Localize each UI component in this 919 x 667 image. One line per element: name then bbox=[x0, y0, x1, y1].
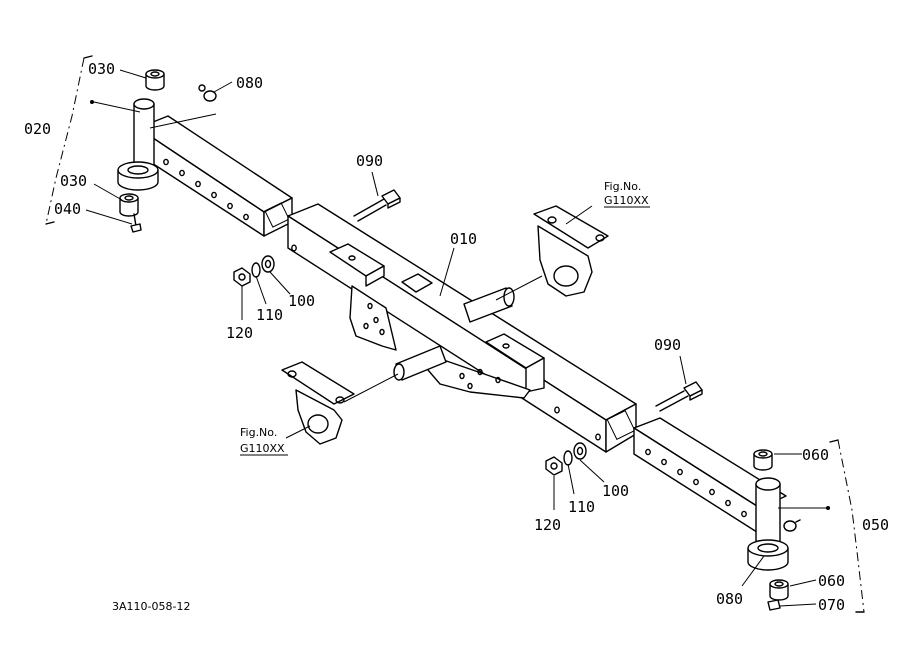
label-030-top: 030 bbox=[88, 60, 115, 78]
bracket-020 bbox=[45, 57, 85, 225]
label-110-left: 110 bbox=[256, 306, 283, 324]
label-100-right: 100 bbox=[602, 482, 629, 500]
pin-040 bbox=[130, 213, 142, 233]
label-090-left: 090 bbox=[356, 152, 383, 170]
bolt-090-right bbox=[655, 381, 703, 412]
support-bracket-lower bbox=[281, 361, 355, 445]
fig-ref-lower-code: G110XX bbox=[240, 442, 285, 455]
label-050: 050 bbox=[862, 516, 889, 534]
label-060-top: 060 bbox=[802, 446, 829, 464]
bracket-050 bbox=[837, 439, 865, 613]
right-extension-arm bbox=[633, 417, 789, 571]
fig-ref-lower-title: Fig.No. bbox=[240, 426, 277, 439]
fig-ref-upper-code: G110XX bbox=[604, 194, 649, 207]
grease-nipple-080-left bbox=[198, 84, 217, 102]
label-010: 010 bbox=[450, 230, 477, 248]
bolt-090-left bbox=[353, 189, 401, 222]
left-extension-arm bbox=[117, 98, 293, 237]
arm-holes-right bbox=[645, 448, 747, 518]
bushing-060-bottom bbox=[769, 579, 789, 601]
label-100-left: 100 bbox=[288, 292, 315, 310]
drawing-code: 3A110-058-12 bbox=[112, 600, 190, 613]
fasteners-left bbox=[233, 255, 275, 287]
label-090-right: 090 bbox=[654, 336, 681, 354]
label-120-right: 120 bbox=[534, 516, 561, 534]
label-110-right: 110 bbox=[568, 498, 595, 516]
main-beam bbox=[287, 203, 637, 453]
label-060-bottom: 060 bbox=[818, 572, 845, 590]
label-040: 040 bbox=[54, 200, 81, 218]
pin-070 bbox=[767, 599, 781, 611]
arm-holes bbox=[147, 148, 249, 221]
bushing-030-bottom bbox=[119, 193, 139, 217]
label-020: 020 bbox=[24, 120, 51, 138]
leader-lines bbox=[85, 69, 826, 607]
grease-nipple-080-right bbox=[783, 519, 801, 532]
label-080-left: 080 bbox=[236, 74, 263, 92]
label-120-left: 120 bbox=[226, 324, 253, 342]
bushing-030-top bbox=[145, 69, 165, 91]
label-080-right: 080 bbox=[716, 590, 743, 608]
label-070: 070 bbox=[818, 596, 845, 614]
support-bracket-upper bbox=[533, 205, 609, 297]
label-030-mid: 030 bbox=[60, 172, 87, 190]
fasteners-right bbox=[545, 442, 587, 476]
bushing-060-top bbox=[753, 449, 773, 471]
fig-ref-upper-title: Fig.No. bbox=[604, 180, 641, 193]
